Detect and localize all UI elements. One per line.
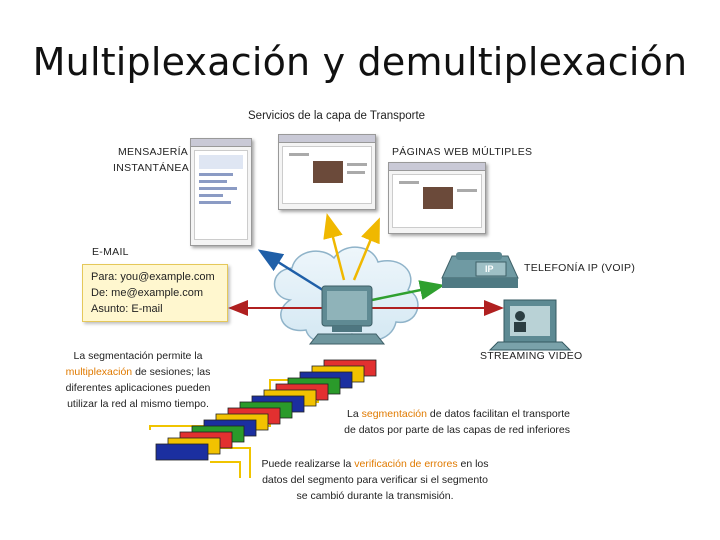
multiplex-line1: La segmentación permite la <box>58 348 218 364</box>
errors-line2: datos del segmento para verificar si el … <box>250 472 500 488</box>
email-from: De: me@example.com <box>91 285 219 301</box>
segmentation-highlight: segmentación <box>362 408 427 420</box>
ip-badge: IP <box>485 264 494 274</box>
errors-pre: Puede realizarse la <box>261 458 354 470</box>
errors-line3: se cambió durante la transmisión. <box>250 488 500 504</box>
multiplex-line2-rest: de sesiones; las <box>132 366 210 378</box>
multiplex-line4: utilizar la red al mismo tiempo. <box>58 396 218 412</box>
im-window-icon <box>190 138 252 246</box>
errors-highlight: verificación de errores <box>354 458 457 470</box>
multiplex-text: La segmentación permite la multiplexació… <box>58 348 218 412</box>
segmentation-pre: La <box>347 408 362 420</box>
web-label: PÁGINAS WEB MÚLTIPLES <box>392 146 532 158</box>
errors-post: en los <box>458 458 489 470</box>
multiplex-line2: multiplexación de sesiones; las <box>58 364 218 380</box>
im-label-line1: MENSAJERÍA <box>118 146 188 158</box>
web-page-icon-2 <box>388 162 486 234</box>
email-label: E-MAIL <box>92 246 129 258</box>
email-to: Para: you@example.com <box>91 269 219 285</box>
segmentation-line1: La segmentación de datos facilitan el tr… <box>330 406 570 422</box>
ip-phone-icon <box>442 252 518 288</box>
segmentation-text: La segmentación de datos facilitan el tr… <box>330 406 570 438</box>
email-box: Para: you@example.com De: me@example.com… <box>82 264 228 322</box>
web-page-icon <box>278 134 376 210</box>
errors-text: Puede realizarse la verificación de erro… <box>250 456 500 504</box>
multiplex-highlight: multiplexación <box>66 366 133 378</box>
multiplex-line3: diferentes aplicaciones pueden <box>58 380 218 396</box>
video-monitor-icon <box>490 300 570 350</box>
segmentation-post: de datos facilitan el transporte <box>427 408 570 420</box>
diagram-header: Servicios de la capa de Transporte <box>248 110 425 122</box>
segmentation-line2: de datos por parte de las capas de red i… <box>330 422 570 438</box>
errors-line1: Puede realizarse la verificación de erro… <box>250 456 500 472</box>
voip-label: TELEFONÍA IP (VOIP) <box>524 262 635 274</box>
streaming-label: STREAMING VIDEO <box>480 350 583 362</box>
email-subject: Asunto: E-mail <box>91 301 219 317</box>
im-label-line2: INSTANTÁNEA <box>113 162 189 174</box>
data-segment <box>156 444 208 460</box>
